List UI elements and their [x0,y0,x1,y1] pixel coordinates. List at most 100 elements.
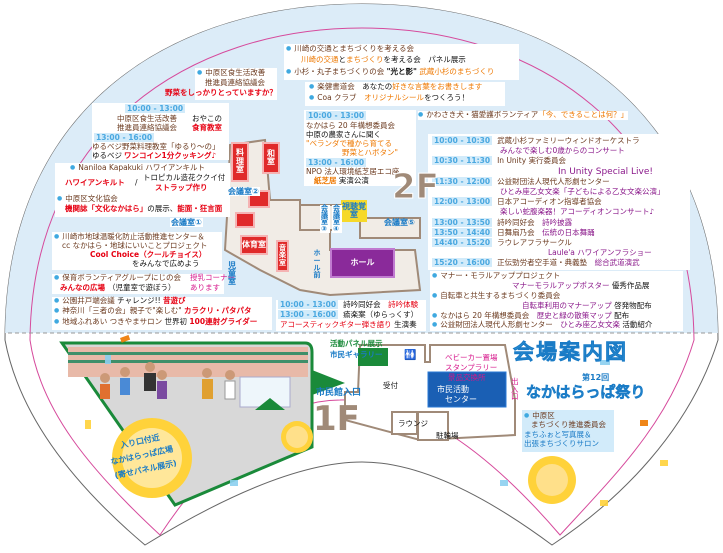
text-segment: あなたの [362,82,393,91]
text-line: 機関誌「文化なかはら」の展示、能面・狂言面 [65,204,223,214]
text-segment: 武蔵小杉ファミリーウィンドオーケストラ [497,136,640,145]
label-conf-2: 会議室② [227,187,260,197]
text-line: 小杉・丸子まちづくりの会 "光と影" 武蔵小杉のまちづくり [286,67,495,77]
separator: / [135,178,138,187]
text-segment: ラウレアフラサークル [497,238,572,247]
kotsu-panel: 川崎の交通とまちづくりを考える会 川崎の交通とまちづくりを考える会 パネル展示 … [284,44,519,80]
prize-exchange-label: 景品交換所 [448,373,486,382]
text-segment: 公益財団法人現代人形劇センター [440,320,553,329]
nursing-corner-label: 授乳コーナー [190,273,235,282]
text-segment: オリジナルシール [364,93,425,102]
org-name: なかはら 20 年構想委員会 [306,121,396,130]
text-segment: 総合武道演武 [594,258,640,267]
text-segment: 「今、できることは何？」 [538,110,629,119]
bike-parking-label: 駐輪場 [436,431,459,440]
text-segment: 伝統の日本舞踊 [542,228,595,237]
lounge-label: ラウンジ [398,419,428,428]
text-segment: Coa クラブ [317,93,357,102]
time-slot: 10:00 - 13:00 [306,111,367,120]
text-segment: 日舞扇乃会 [497,228,535,237]
event-title: みんなの広場 [60,283,105,292]
text-segment: 10:00 - 10:30 [432,136,493,145]
schedule-title: In Unity Special Live! [558,167,654,177]
entrance-label: 市民館入口 [316,388,362,398]
text-segment: 活動紹介 [622,320,653,329]
ondanka-panel: 川崎市地球温暖化防止活動推進センター＆ cc なかはら・地球にいいことプロジェク… [52,232,222,270]
text-segment: 世界初 [164,317,188,326]
text-line: 10:00 - 13:00 [125,104,190,114]
text-segment: 実演公演 [338,176,369,185]
text-segment: 詩吟披露 [542,218,573,227]
gallery-note: 活動パネル展示 [330,339,383,348]
text-segment: 10:00 - 13:00 [278,300,339,309]
event-title: "ベランダで種から育てる [306,139,392,148]
time-slot: 10:00 - 13:00 [125,104,186,113]
label-conf-4: 会議室④ [332,204,342,233]
text-segment: 正伝勁労者空手道・典義塾 [497,258,588,267]
label-conf-5: 会議室⑤ [384,218,415,227]
edition-label: 第12回 [582,373,610,382]
text-segment: 100連射グライダー [189,317,258,326]
text-segment: まちづくり [346,55,384,64]
dog-cat-volunteer: かわさき犬・猫愛護ボランティア「今、できることは何？」 [418,110,629,120]
schedule-title: 楽しい蛇腹楽器！アコーディオンコンサート♪ [500,207,655,216]
reception-label: 受付 [383,381,398,390]
map-title: 会場案内図 [513,340,628,365]
event-title: 能面・狂言面 [177,204,223,213]
text-line: 13:00 - 16:00 [94,133,159,143]
text-segment: 詩吟同好会 [497,218,535,227]
text-segment: In Unity 実行委員会 [497,156,567,165]
text-segment: 神奈川「三者の会」親子で"楽しむ" [62,306,182,315]
text-segment: 小杉・丸子まちづくりの会 [294,67,385,76]
event-title: まちふぉと写真展＆ [524,430,592,439]
room-av[interactable]: 視聴覚室 [341,200,367,222]
room-gym[interactable]: 体育室 [240,235,268,255]
japanese-room-panel: 楽健書道会 あなたの好きな言葉をお書きします Coa クラブ オリジナルシールを… [305,82,505,106]
room-hall[interactable]: ホール [330,248,395,278]
machi-panel: 中原区 まちづくり推進委員会 まちふぉと写真展＆ 出張まちづくりサロン [522,410,614,452]
room-conf-1-box[interactable] [235,212,255,228]
text-segment: 13:00 - 16:00 [278,310,339,319]
confetti [85,334,668,506]
text-line: 自転車利用のマナーアップ 啓発物配布 [522,301,652,311]
org-name: NPO 法人環境紙芝居エコ座 [306,167,400,176]
festival-name: なかはらっぱ祭り [526,383,646,401]
shoku-panel: 中原区食生活改善 推進員連絡協議会 野菜をしっかりとっていますか？ [165,68,277,100]
org-name: 中原区食生活改善 [117,114,177,123]
text-segment: 川崎の交通 [301,55,339,64]
naniloa-panel: Naniloa Kapakuki ハワイアンキルト トロピカル造花ククイ付 ハワ… [55,163,230,217]
room-cooking[interactable]: 料理室 [231,142,249,182]
event-text: （児童室で遊ぼう） [108,283,176,292]
org-name: 自転車と共生するまちづくり委員会 [432,291,560,301]
text-line: マナーモラルアップポスター 優秀作品展 [512,281,650,291]
text-segment: 優秀作品展 [611,281,650,290]
text-segment: なかはら 20 年構想委員会 [440,311,530,320]
org-name: マナー・モラルアッププロジェクト [432,271,560,281]
exit-label: 出入口 [511,377,519,401]
text-segment: をつくろう！ [424,93,470,102]
event-text: 中原の農家さんに聞く [306,130,381,139]
room-japanese[interactable]: 和室 [262,142,280,174]
text-segment: 公園井戸端会議 [62,296,115,305]
list-item: 神奈川「三者の会」親子で"楽しむ" カラクリ・パタパタ [54,306,251,316]
text-line: 楽健書道会 あなたの好きな言葉をお書きします [309,82,482,92]
hoiku-panel: 保育ボランティアグループにじの会 みんなの広場 （児童室で遊ぼう） 授乳コーナー… [52,273,235,294]
org-name: Naniloa Kapakuki ハワイアンキルト [70,163,205,173]
nursing-corner-label-2: あります [190,283,220,292]
text-segment: ひとみ座乙女文楽 [560,320,621,329]
text-segment: 武蔵小杉のまちづくり [419,67,495,76]
people-illustration [100,362,236,400]
room-music[interactable]: 音楽室 [276,240,289,272]
list-item: 公園井戸端会議 チャレンジ!! 昔遊び [54,296,185,306]
org-name-2: cc なかはら・地球にいいことプロジェクト [62,241,208,250]
event-prefix: ゆるベジ [92,151,122,160]
schedule-title: みんなで楽しむ0歳からのコンサート [500,146,625,155]
restroom-icon: 🚻 [404,350,417,361]
org-name-2: 推進員連絡協議会 [117,123,177,132]
gym-events-panel: 公園井戸端会議 チャレンジ!! 昔遊び 神奈川「三者の会」親子で"楽しむ" カラ… [52,296,272,330]
